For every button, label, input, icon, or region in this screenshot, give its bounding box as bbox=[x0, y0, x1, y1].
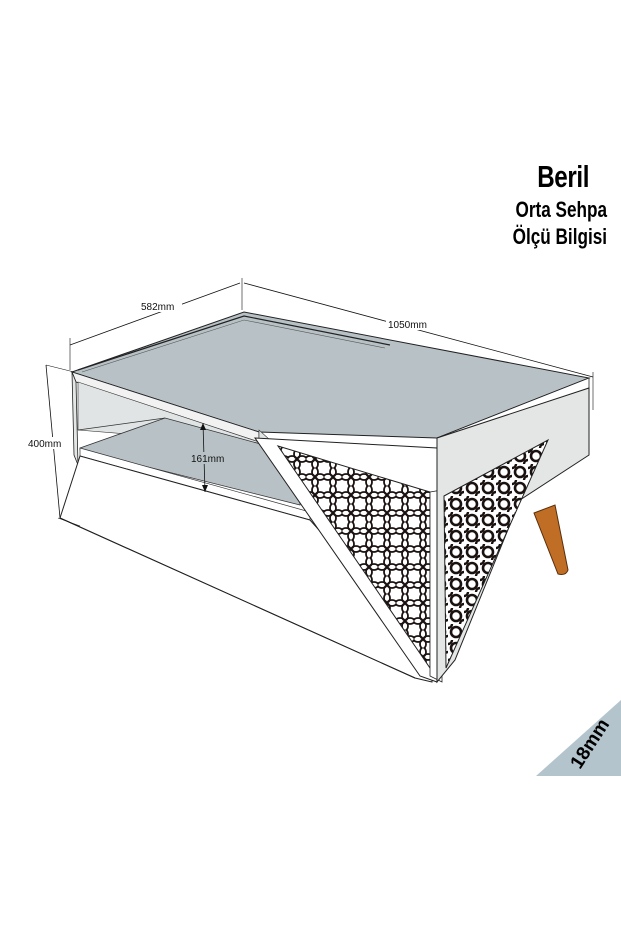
dimension-shelf-clearance: 161mm bbox=[190, 422, 228, 493]
leg-right bbox=[533, 504, 569, 575]
dimension-width: 1050mm bbox=[243, 282, 594, 410]
side-lattice-panel bbox=[443, 438, 550, 669]
width-label: 1050mm bbox=[388, 320, 427, 331]
thickness-badge: 18mm bbox=[536, 700, 621, 776]
product-type: Orta Sehpa bbox=[515, 197, 607, 222]
dimension-depth: 582mm bbox=[69, 278, 243, 370]
dimension-height: 400mm bbox=[26, 364, 81, 527]
depth-label: 582mm bbox=[141, 302, 174, 313]
drawing-caption: Ölçü Bilgisi bbox=[512, 224, 607, 249]
title-block: Beril Orta Sehpa Ölçü Bilgisi bbox=[486, 158, 607, 250]
shelf-clearance-label: 161mm bbox=[191, 454, 224, 465]
product-name: Beril bbox=[537, 159, 589, 194]
table-body bbox=[59, 311, 591, 684]
side-panel-left bbox=[71, 371, 79, 466]
height-label: 400mm bbox=[28, 439, 61, 450]
